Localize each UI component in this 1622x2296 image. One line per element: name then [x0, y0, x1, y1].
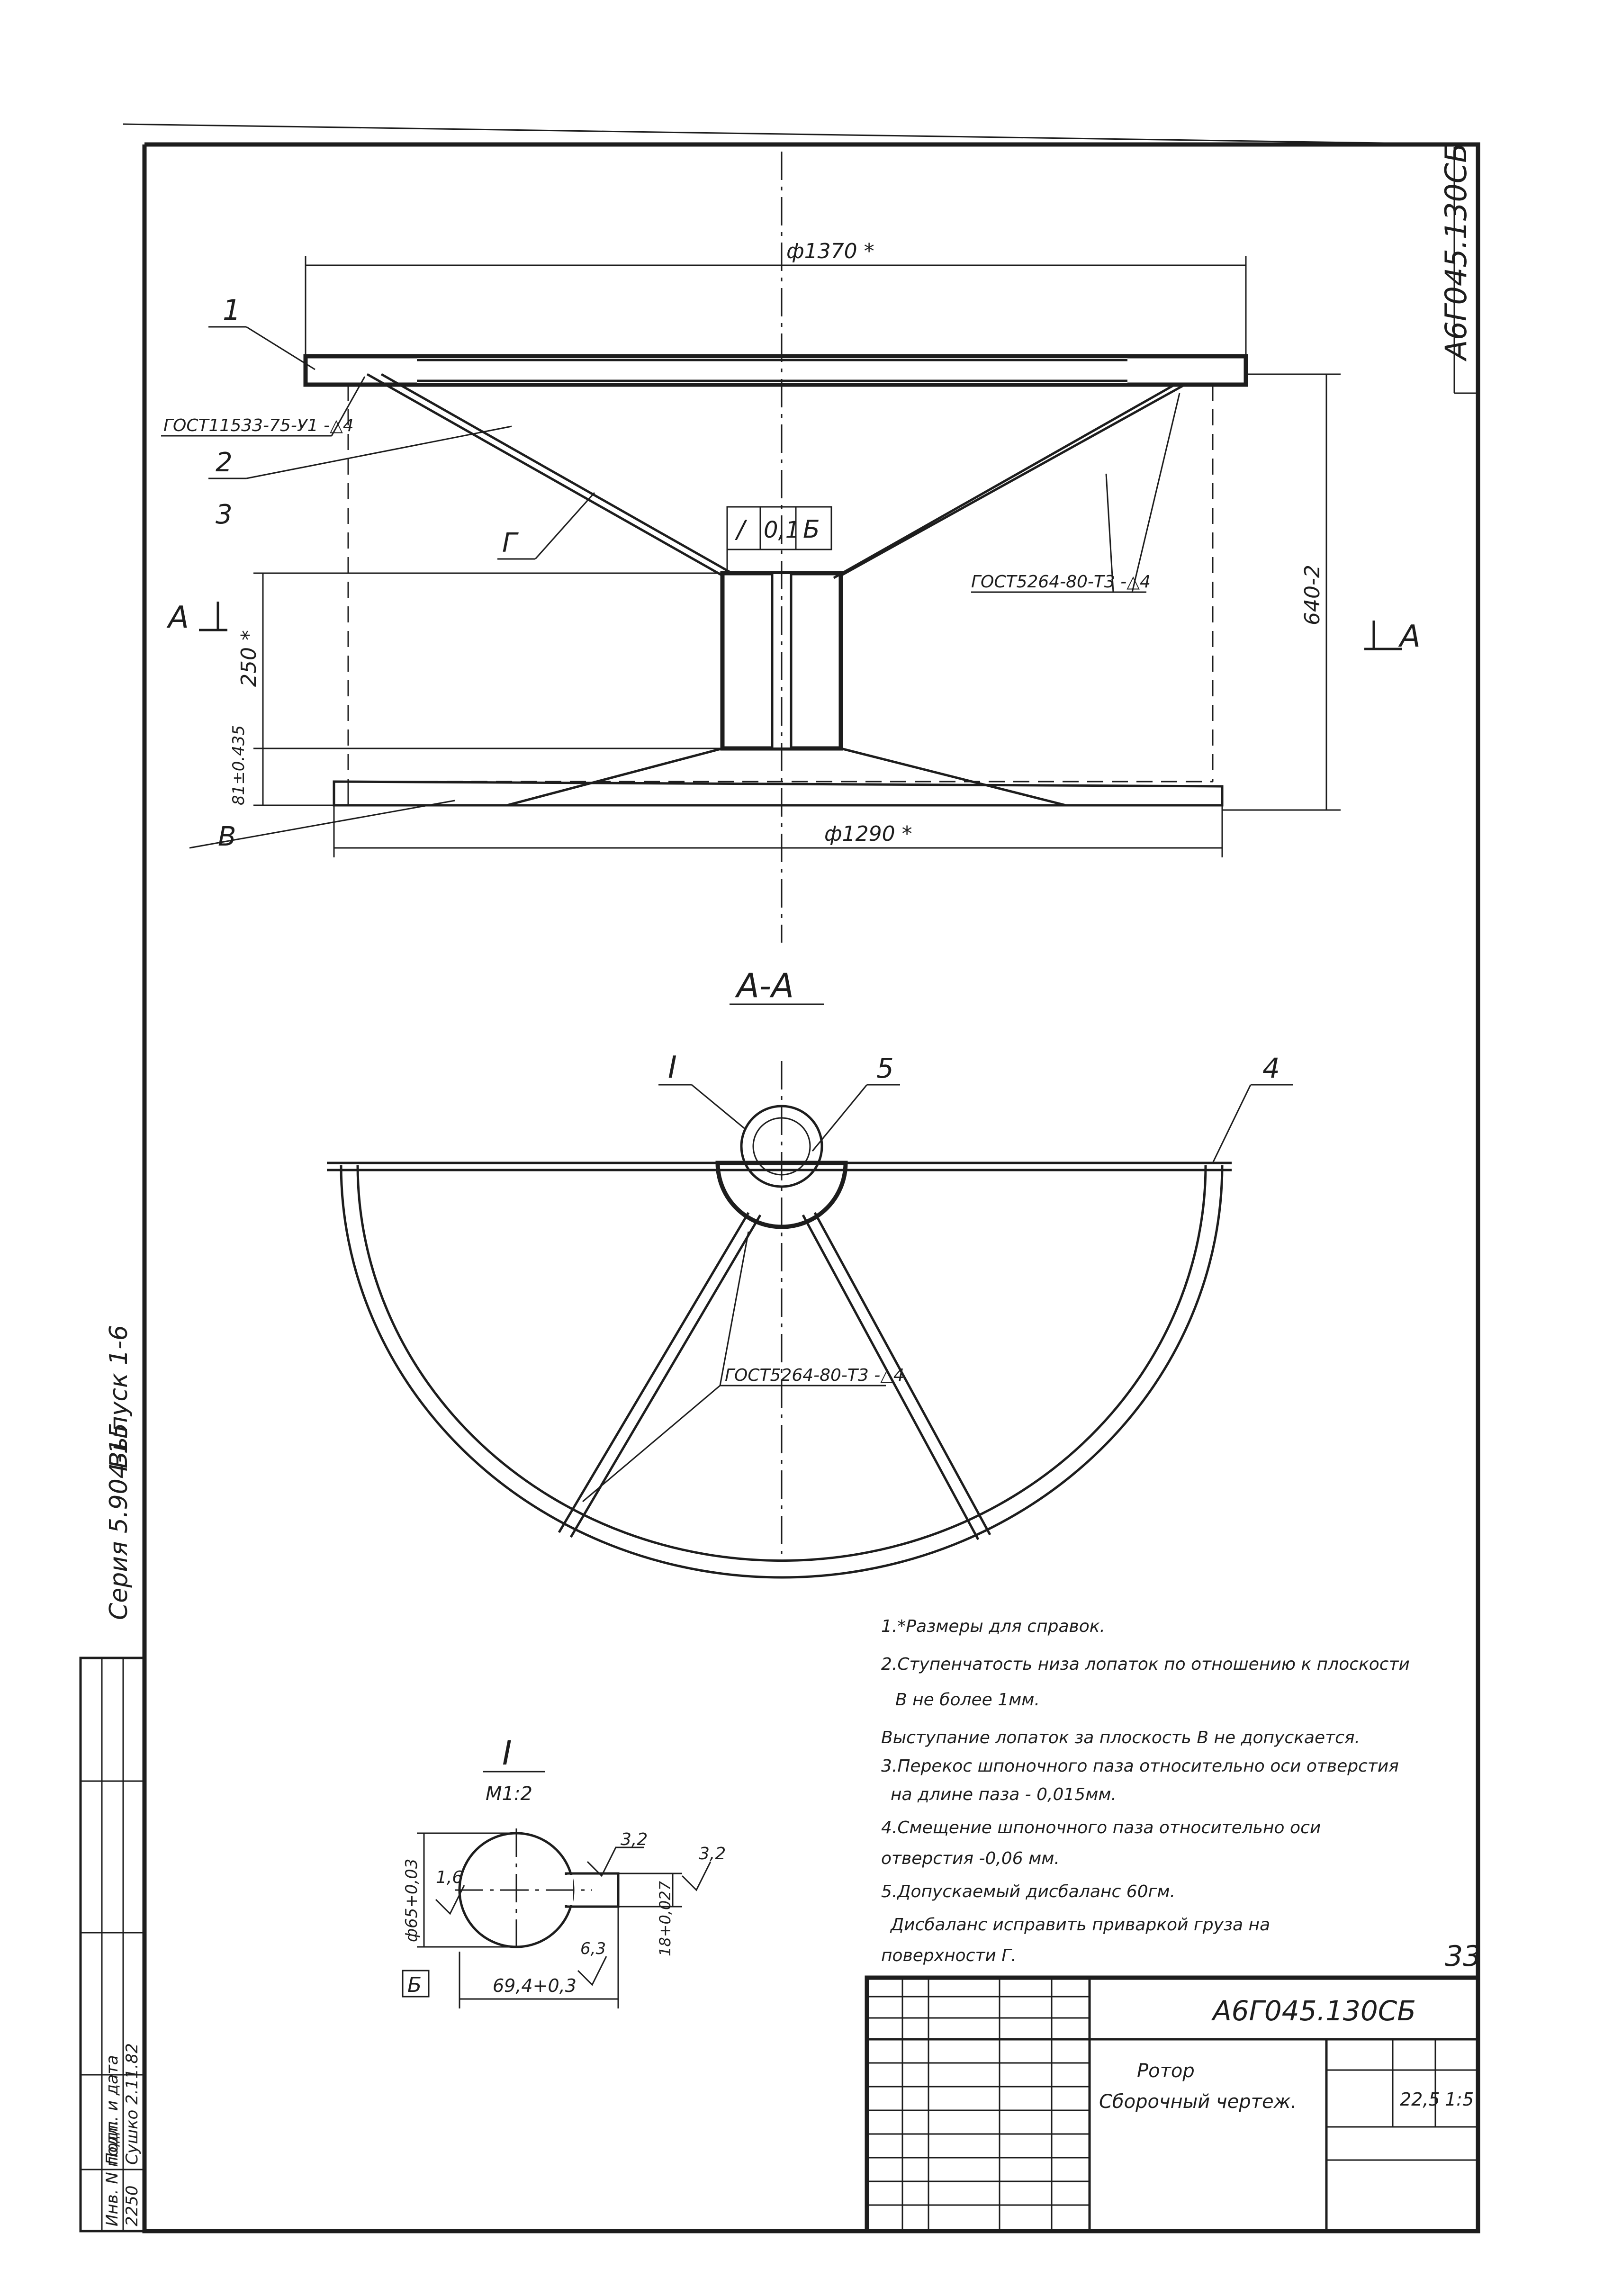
sign-label: Подп. и дата — [103, 2055, 122, 2165]
dim-width: 69,4+0,3 — [493, 1975, 577, 1996]
note-line: Дисбаланс исправить приваркой груза на — [890, 1915, 1270, 1935]
section-aa — [327, 1003, 1293, 1579]
roughness-3: 1,6 — [436, 1868, 463, 1887]
roughness-4: 6,3 — [580, 1939, 606, 1958]
note-line: В не более 1мм. — [895, 1690, 1040, 1710]
title-block — [865, 1975, 1480, 2233]
callout-3: 3 — [216, 499, 233, 530]
notes-block: 1.*Размеры для справок. 2.Ступенчатость … — [881, 1617, 1410, 1965]
callout-detail: I — [668, 1050, 677, 1085]
note-line: 5.Допускаемый дисбаланс 60гм. — [881, 1882, 1175, 1901]
dim-top-label: ф1370 * — [786, 239, 874, 263]
note-line: 3.Перекос шпоночного паза относительно о… — [881, 1756, 1399, 1776]
title-name-1: Ротор — [1137, 2060, 1195, 2082]
title-mass: 22,5 — [1400, 2089, 1440, 2110]
note-line: 1.*Размеры для справок. — [881, 1617, 1105, 1636]
side-designation: А6Г045.130СБ — [1439, 143, 1473, 362]
letter-g: Г — [502, 528, 519, 558]
series-text: Серия 5.904-15 — [105, 1423, 133, 1620]
inv-value: 2250 — [123, 2185, 142, 2226]
sheet-number: 33 — [1445, 1940, 1481, 1973]
dim-bottom — [333, 805, 1223, 857]
note-line: 2.Ступенчатость низа лопаток по отношени… — [881, 1655, 1410, 1674]
section-mark-right: А — [1398, 619, 1421, 654]
inv-label: Инв. N подл. — [103, 2120, 122, 2226]
main-view — [303, 152, 1248, 943]
weld-label-2: ГОСТ5264-80-Т3 -△4 — [971, 572, 1151, 592]
section-mark-left: А — [166, 600, 189, 635]
title-name-2: Сборочный чертеж. — [1099, 2091, 1297, 2113]
tol-value: 0,1 — [764, 517, 800, 543]
note-line: на длине паза - 0,015мм. — [891, 1785, 1117, 1804]
dim-slot: 18+0,027 — [656, 1881, 674, 1956]
callout-4: 4 — [1262, 1052, 1280, 1084]
note-line: отверстия -0,06 мм. — [881, 1849, 1060, 1868]
main-leaders — [161, 326, 1180, 849]
detail-datum: Б — [407, 1973, 422, 1997]
dim-bore-label: 81±0.435 — [229, 725, 248, 805]
dim-hub — [253, 572, 722, 806]
dim-height — [1222, 373, 1341, 811]
detail-title: I — [502, 1734, 512, 1773]
sheet-frame — [123, 123, 1480, 2233]
section-marks — [199, 602, 1402, 650]
dim-hub-label: 250 * — [237, 630, 261, 687]
tol-symbol: / — [735, 515, 748, 544]
left-side-stamp — [79, 1657, 146, 2233]
dim-height-label: 640-2 — [1300, 565, 1325, 625]
title-scale: 1:5 — [1445, 2089, 1474, 2110]
weld-label-1: ГОСТ11533-75-У1 -△4 — [163, 416, 354, 435]
section-weld-label: ГОСТ5264-80-Т3 -△4 — [725, 1366, 904, 1385]
dim-diameter: ф65+0,03 — [402, 1858, 421, 1942]
dim-top — [305, 256, 1247, 356]
detail-view — [402, 1771, 712, 2008]
section-title: А-А — [735, 966, 794, 1005]
callout-1: 1 — [223, 294, 241, 327]
callout-2: 2 — [216, 447, 233, 478]
roughness-1: 3,2 — [621, 1830, 648, 1849]
callout-5: 5 — [876, 1052, 894, 1084]
title-designation: А6Г045.130СБ — [1211, 1995, 1416, 2027]
tol-datum: Б — [803, 515, 820, 544]
sign-value: Сушко 2.11.82 — [123, 2043, 142, 2165]
letter-v: В — [218, 821, 236, 852]
note-line: 4.Смещение шпоночного паза относительно … — [881, 1818, 1321, 1837]
note-line: поверхности Г. — [881, 1946, 1017, 1965]
note-line: Выступание лопаток за плоскость В не доп… — [881, 1728, 1360, 1747]
roughness-2: 3,2 — [699, 1844, 726, 1864]
issue-text: Выпуск 1-6 — [105, 1325, 133, 1468]
detail-scale: М1:2 — [486, 1783, 532, 1805]
dim-bottom-label: ф1290 * — [824, 822, 912, 846]
